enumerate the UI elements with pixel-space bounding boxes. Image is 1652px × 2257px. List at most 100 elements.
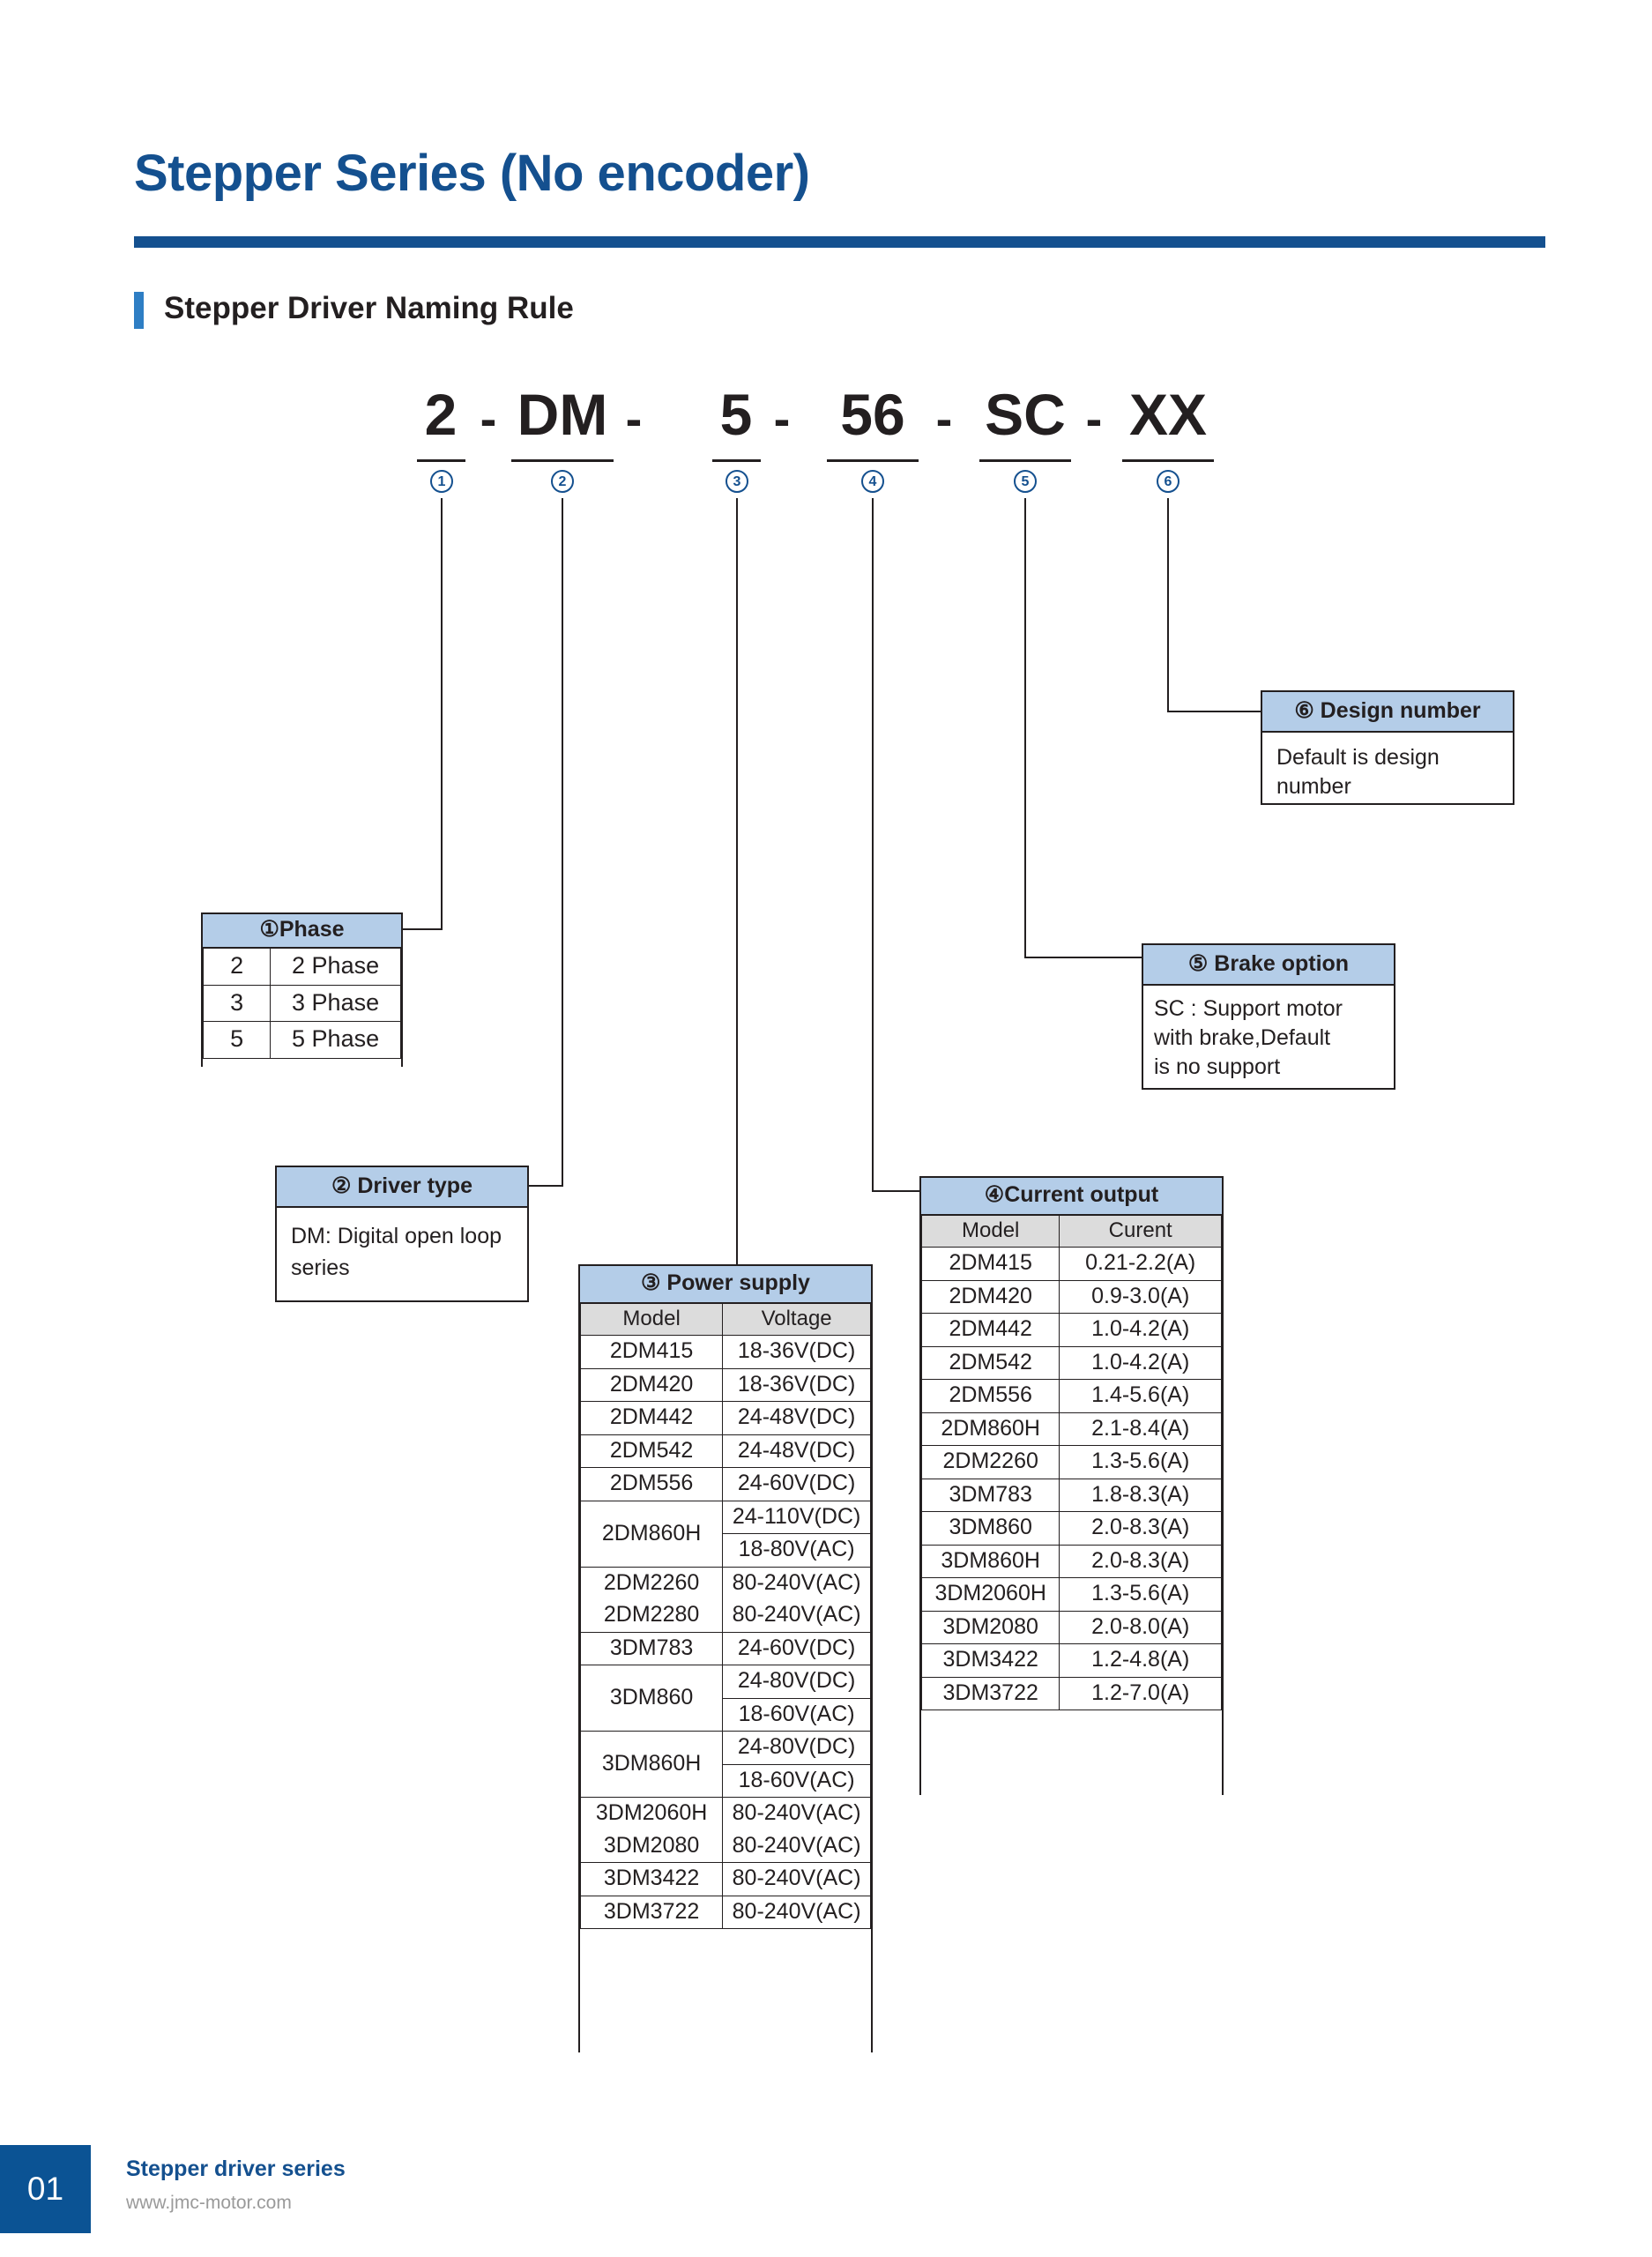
model-cell: 2DM556 <box>579 1467 724 1501</box>
model-cell: 3DM2060H <box>579 1797 724 1830</box>
model-cell: 3DM860H <box>579 1731 724 1799</box>
formula-dash-3: - <box>773 391 791 446</box>
formula-token-6: XX <box>1128 382 1208 447</box>
phase-label: 5 Phase <box>270 1021 401 1060</box>
phase-label: 3 Phase <box>270 984 401 1023</box>
model-cell: 2DM860H <box>579 1500 724 1568</box>
leader-line-1-horizontal <box>402 928 443 930</box>
leader-line-5-vertical <box>1024 498 1026 958</box>
model-cell: 3DM2060H <box>920 1577 1060 1612</box>
brake-option-line: SC : Support motor <box>1154 996 1343 1021</box>
phase-table: 2 2 Phase 3 3 Phase 5 5 Phase <box>202 949 401 1060</box>
model-cell: 2DM442 <box>920 1313 1060 1347</box>
table-row: 18-60V(AC) <box>581 1697 871 1732</box>
table-row: 2 2 Phase <box>202 949 401 986</box>
formula-token-1: 2 <box>424 382 458 447</box>
voltage-cell: 80-240V(AC) <box>722 1599 871 1633</box>
formula-token-underline-2 <box>511 459 614 462</box>
formula-token-underline-3 <box>712 459 761 462</box>
design-number-box: ⑥ Design number Default is design number <box>1261 690 1514 805</box>
phase-code: 2 <box>202 949 272 986</box>
model-cell: 3DM3722 <box>579 1895 724 1930</box>
current-cell: 1.2-7.0(A) <box>1059 1676 1222 1711</box>
model-cell: 3DM783 <box>920 1478 1060 1513</box>
footer-page-number: 01 <box>26 2171 64 2207</box>
brake-option-box: ⑤ Brake option SC : Support motor with b… <box>1142 943 1395 1090</box>
section-title: Stepper Driver Naming Rule <box>164 291 574 325</box>
model-cell: 2DM2260 <box>920 1445 1060 1479</box>
phase-box-header: ①Phase <box>203 914 401 949</box>
model-cell: 3DM2080 <box>920 1610 1060 1645</box>
current-cell: 0.9-3.0(A) <box>1059 1279 1222 1315</box>
section-accent-bar <box>134 292 144 329</box>
table-row: 3 3 Phase <box>202 984 401 1023</box>
model-cell: 3DM2080 <box>579 1829 724 1864</box>
model-cell: 3DM860 <box>579 1665 724 1732</box>
voltage-cell: 18-36V(DC) <box>722 1367 871 1403</box>
brake-option-box-header: ⑤ Brake option <box>1143 945 1394 986</box>
phase-code: 5 <box>202 1021 272 1060</box>
voltage-cell: 18-80V(AC) <box>722 1533 871 1568</box>
voltage-cell: 80-240V(AC) <box>722 1862 871 1896</box>
voltage-cell: 24-110V(DC) <box>722 1500 871 1535</box>
leader-line-3-vertical <box>736 498 738 1270</box>
voltage-cell: 18-60V(AC) <box>722 1763 871 1799</box>
current-output-box-header: ④Current output <box>921 1178 1222 1216</box>
model-cell: 3DM3422 <box>920 1643 1060 1678</box>
model-cell: 2DM556 <box>920 1379 1060 1413</box>
model-cell: 3DM783 <box>579 1631 724 1666</box>
table-row: 18-60V(AC) <box>581 1763 871 1799</box>
current-cell: 1.8-8.3(A) <box>1059 1478 1222 1513</box>
table-row: 5 5 Phase <box>202 1021 401 1060</box>
current-cell: 2.1-8.4(A) <box>1059 1412 1222 1447</box>
model-cell: 2DM420 <box>920 1279 1060 1315</box>
voltage-cell: 80-240V(AC) <box>722 1829 871 1864</box>
model-cell: 2DM415 <box>920 1247 1060 1281</box>
leader-line-4-vertical <box>872 498 874 1192</box>
voltage-cell: 80-240V(AC) <box>722 1566 871 1600</box>
phase-code: 3 <box>202 984 272 1023</box>
driver-type-box-body: DM: Digital open loop series <box>291 1224 502 1281</box>
brake-option-line: with brake,Default <box>1154 1025 1331 1050</box>
brake-option-line: is no support <box>1154 1054 1281 1079</box>
footer-url[interactable]: www.jmc-motor.com <box>126 2193 292 2213</box>
voltage-cell: 24-48V(DC) <box>722 1434 871 1469</box>
model-cell: 2DM542 <box>579 1434 724 1469</box>
design-number-box-body: Default is design number <box>1276 745 1440 799</box>
formula-marker-2: 2 <box>551 470 574 493</box>
formula-token-underline-1 <box>417 459 465 462</box>
power-supply-col-model: Model <box>579 1304 724 1337</box>
phase-label: 2 Phase <box>270 949 401 986</box>
formula-dash-2: - <box>625 391 643 446</box>
formula-dash-5: - <box>1085 391 1103 446</box>
formula-token-2: DM <box>517 382 608 447</box>
leader-line-4-horizontal <box>872 1190 921 1192</box>
formula-marker-6: 6 <box>1157 470 1179 493</box>
footer-series-label: Stepper driver series <box>126 2156 346 2181</box>
voltage-cell: 24-80V(DC) <box>722 1665 871 1699</box>
voltage-cell: 24-80V(DC) <box>722 1731 871 1765</box>
title-underline-rule <box>134 236 1545 248</box>
leader-line-6-horizontal <box>1167 711 1262 712</box>
